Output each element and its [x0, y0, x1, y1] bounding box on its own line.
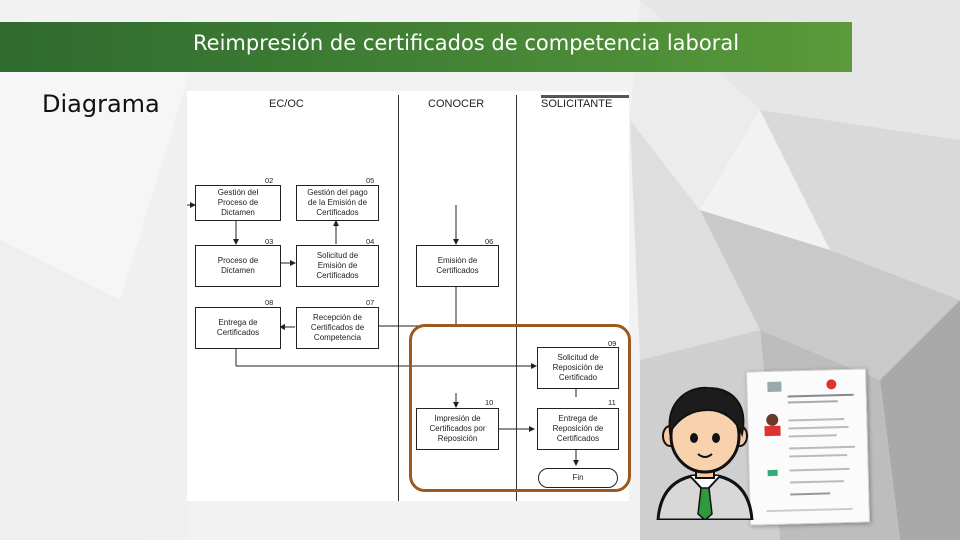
box-number: 03	[265, 237, 274, 246]
box-line: Solicitud de	[316, 251, 359, 260]
box-line: Solicitud de	[557, 353, 599, 362]
box-line: Proceso de	[217, 256, 259, 265]
side-label: Diagrama	[42, 90, 160, 118]
box-number: 04	[366, 237, 375, 246]
box-number: 06	[485, 237, 494, 246]
box-line: Reposición de	[552, 424, 604, 433]
box-line: Gestión del pago	[307, 188, 368, 197]
box-number: 02	[265, 176, 274, 185]
lane-header: CONOCER	[428, 98, 485, 110]
box-line: Gestión del	[217, 188, 259, 197]
flow-diagram: EC/OC CONOCER SOLICITANTE Gestión	[187, 91, 629, 501]
title-bar	[0, 22, 852, 72]
box-line: Reposición de	[552, 363, 604, 372]
box-line: Emisión de	[317, 261, 358, 270]
box-line: Entrega de	[558, 414, 598, 423]
lane-divider	[398, 95, 399, 501]
box-line: Certificados por	[429, 424, 486, 433]
box-line: Emisión de	[437, 256, 478, 265]
box-number: 11	[608, 398, 616, 407]
end-terminal: Fin	[538, 468, 618, 488]
box-line: Certificados	[316, 271, 359, 280]
lane-header: SOLICITANTE	[541, 98, 613, 110]
user-avatar-icon	[656, 386, 754, 520]
lane-header-bar	[541, 95, 629, 98]
box-line: de la Emisión de	[307, 198, 368, 207]
box-line: Certificados	[556, 434, 600, 443]
box-line: Proceso de	[217, 198, 259, 207]
slide-title: Reimpresión de certificados de competenc…	[193, 31, 740, 55]
box-line: Entrega de	[218, 318, 258, 327]
highlight-frame	[409, 324, 631, 492]
box-line: Certificados	[216, 328, 260, 337]
certificate-document-icon	[746, 368, 870, 526]
lane-header: EC/OC	[269, 98, 304, 110]
box-line: Dictamen	[221, 208, 255, 217]
box-line: Certificados	[436, 266, 479, 275]
certificate-graphic	[764, 379, 856, 513]
box-number: 07	[366, 298, 375, 307]
box-line: Dictamen	[221, 266, 255, 275]
box-number: 10	[485, 398, 494, 407]
box-line: Certificados	[316, 208, 359, 217]
box-line: Impresión de	[434, 414, 481, 423]
box-number: 08	[265, 298, 274, 307]
box-number: 09	[608, 339, 617, 348]
box-line: Certificado	[558, 373, 598, 382]
box-line: Certificados de	[310, 323, 365, 332]
end-label: Fin	[572, 473, 584, 482]
box-line: Reposición	[437, 434, 478, 443]
box-line: Recepción de	[313, 313, 362, 322]
lane-divider	[516, 95, 517, 501]
box-line: Competencia	[313, 333, 362, 342]
box-number: 05	[366, 176, 375, 185]
